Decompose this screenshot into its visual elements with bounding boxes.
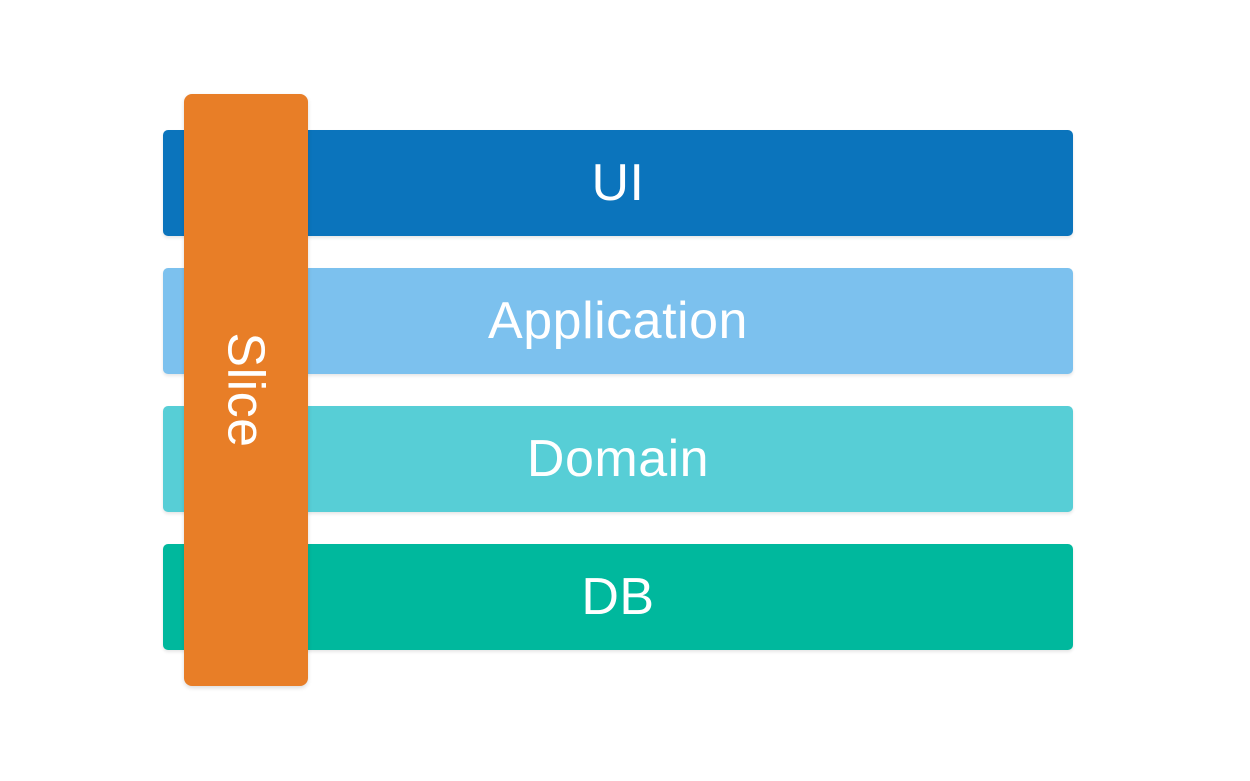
layer-bar-db: DB [163,544,1073,650]
layer-bar-ui: UI [163,130,1073,236]
layer-bar-domain: Domain [163,406,1073,512]
slice-bar: Slice [184,94,308,686]
layer-label-domain: Domain [526,430,710,488]
layer-label-db: DB [581,568,655,626]
layer-label-application: Application [488,292,748,350]
layer-bar-application: Application [163,268,1073,374]
layer-label-ui: UI [591,154,645,212]
slice-label: Slice [217,332,275,448]
